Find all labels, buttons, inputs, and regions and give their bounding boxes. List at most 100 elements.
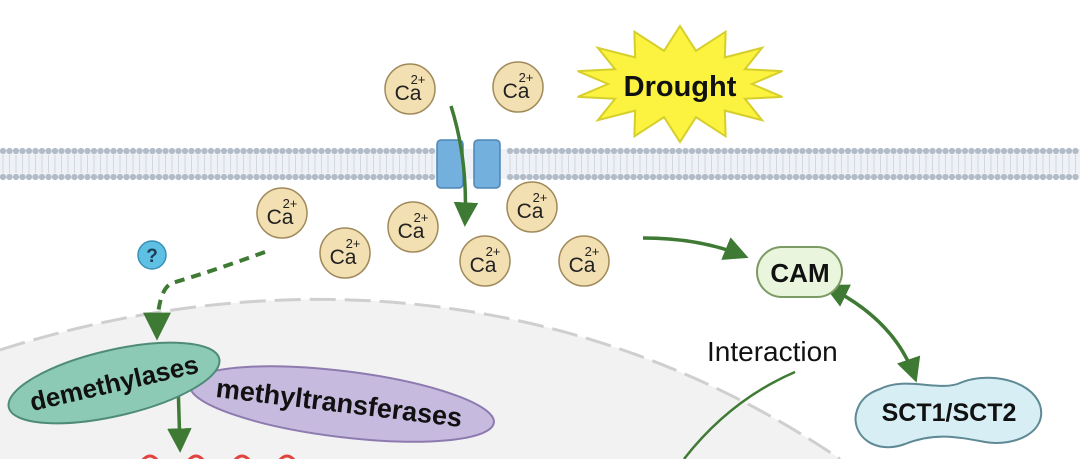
lipid-head bbox=[130, 174, 136, 180]
lipid-head bbox=[201, 174, 207, 180]
sct-protein: SCT1/SCT2 bbox=[856, 378, 1042, 447]
lipid-head bbox=[994, 174, 1000, 180]
lipid-head bbox=[923, 174, 929, 180]
lipid-head bbox=[552, 174, 558, 180]
calcium-charge: 2+ bbox=[411, 72, 426, 87]
lipid-head bbox=[1072, 174, 1078, 180]
lipid-head bbox=[104, 148, 110, 154]
cam-label: CAM bbox=[770, 258, 829, 288]
lipid-head bbox=[741, 148, 747, 154]
lipid-head bbox=[208, 148, 214, 154]
lipid-head bbox=[845, 174, 851, 180]
lipid-head bbox=[344, 174, 350, 180]
lipid-head bbox=[396, 174, 402, 180]
lipid-head bbox=[1059, 174, 1065, 180]
calcium-ion: Ca2+ bbox=[507, 182, 557, 232]
lipid-head bbox=[676, 148, 682, 154]
lipid-head bbox=[110, 148, 116, 154]
lipid-head bbox=[39, 148, 45, 154]
lipid-head bbox=[695, 174, 701, 180]
lipid-head bbox=[851, 174, 857, 180]
lipid-head bbox=[136, 148, 142, 154]
calcium-charge: 2+ bbox=[346, 236, 361, 251]
lipid-head bbox=[611, 148, 617, 154]
lipid-head bbox=[1027, 174, 1033, 180]
question-mark-label: ? bbox=[146, 246, 158, 267]
lipid-head bbox=[806, 148, 812, 154]
lipid-head bbox=[364, 174, 370, 180]
lipid-head bbox=[520, 174, 526, 180]
lipid-head bbox=[273, 174, 279, 180]
lipid-head bbox=[578, 148, 584, 154]
lipid-head bbox=[507, 148, 513, 154]
lipid-head bbox=[45, 174, 51, 180]
lipid-head bbox=[422, 148, 428, 154]
lipid-head bbox=[247, 148, 253, 154]
lipid-head bbox=[1053, 174, 1059, 180]
lipid-head bbox=[786, 174, 792, 180]
lipid-head bbox=[682, 174, 688, 180]
lipid-head bbox=[793, 148, 799, 154]
lipid-head bbox=[949, 174, 955, 180]
lipid-head bbox=[214, 148, 220, 154]
lipid-head bbox=[292, 148, 298, 154]
lipid-head bbox=[663, 148, 669, 154]
lipid-head bbox=[916, 174, 922, 180]
lipid-head bbox=[780, 174, 786, 180]
lipid-head bbox=[175, 174, 181, 180]
lipid-head bbox=[325, 174, 331, 180]
lipid-head bbox=[325, 148, 331, 154]
lipid-head bbox=[760, 174, 766, 180]
lipid-head bbox=[377, 174, 383, 180]
lipid-head bbox=[663, 174, 669, 180]
lipid-head bbox=[825, 148, 831, 154]
lipid-head bbox=[156, 174, 162, 180]
lipid-head bbox=[97, 148, 103, 154]
lipid-head bbox=[13, 148, 19, 154]
lipid-head bbox=[864, 174, 870, 180]
lipid-head bbox=[136, 174, 142, 180]
lipid-head bbox=[162, 148, 168, 154]
lipid-head bbox=[851, 148, 857, 154]
lipid-head bbox=[656, 174, 662, 180]
lipid-head bbox=[806, 174, 812, 180]
lipid-head bbox=[188, 148, 194, 154]
lipid-head bbox=[370, 174, 376, 180]
calcium-ion: Ca2+ bbox=[388, 202, 438, 252]
lipid-head bbox=[390, 174, 396, 180]
drought-label: Drought bbox=[624, 71, 737, 103]
lipid-head bbox=[253, 174, 259, 180]
lipid-head bbox=[357, 148, 363, 154]
lipid-head bbox=[1072, 148, 1078, 154]
lipid-head bbox=[279, 174, 285, 180]
lipid-head bbox=[188, 174, 194, 180]
lipid-head bbox=[559, 174, 565, 180]
lipid-head bbox=[273, 148, 279, 154]
calcium-charge: 2+ bbox=[414, 210, 429, 225]
lipid-head bbox=[916, 148, 922, 154]
lipid-head bbox=[312, 148, 318, 154]
lipid-head bbox=[305, 148, 311, 154]
lipid-head bbox=[513, 148, 519, 154]
lipid-head bbox=[812, 148, 818, 154]
lipid-head bbox=[734, 174, 740, 180]
lipid-head bbox=[786, 148, 792, 154]
lipid-head bbox=[910, 174, 916, 180]
lipid-head bbox=[1059, 148, 1065, 154]
lipid-head bbox=[403, 174, 409, 180]
lipid-head bbox=[1033, 148, 1039, 154]
lipid-head bbox=[279, 148, 285, 154]
lipid-head bbox=[624, 148, 630, 154]
lipid-head bbox=[669, 148, 675, 154]
lipid-head bbox=[286, 174, 292, 180]
lipid-head bbox=[312, 174, 318, 180]
lipid-head bbox=[955, 174, 961, 180]
lipid-head bbox=[416, 148, 422, 154]
lipid-head bbox=[552, 148, 558, 154]
lipid-head bbox=[695, 148, 701, 154]
lipid-head bbox=[598, 148, 604, 154]
lipid-head bbox=[539, 148, 545, 154]
lipid-head bbox=[702, 148, 708, 154]
lipid-head bbox=[884, 148, 890, 154]
lipid-head bbox=[1040, 174, 1046, 180]
